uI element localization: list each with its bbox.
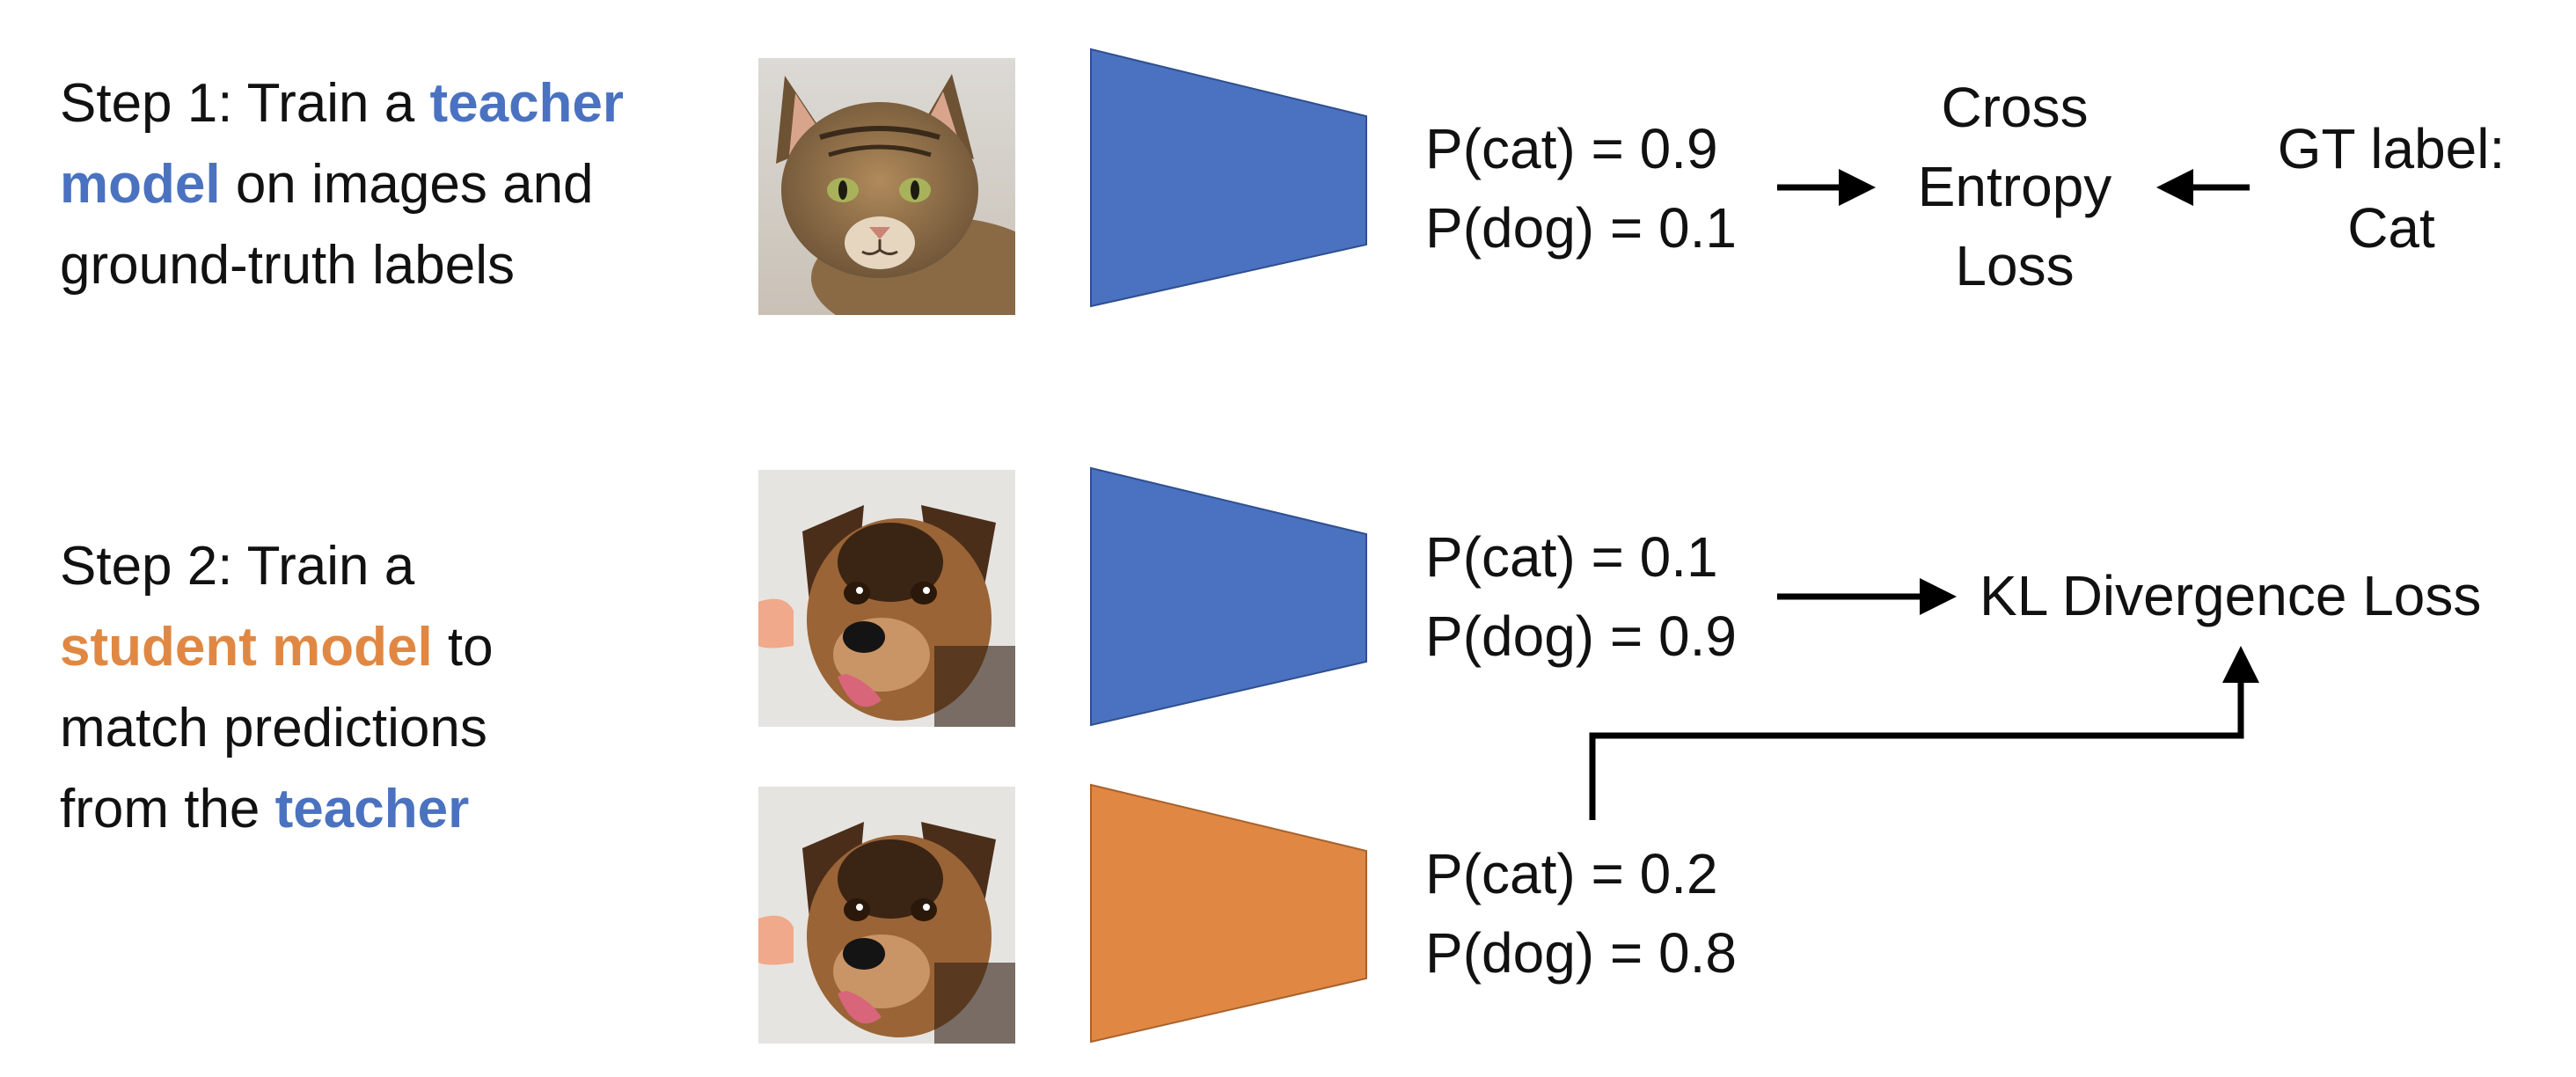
step1-description: Step 1: Train a teacher model on images …: [60, 63, 624, 306]
step2-teacher-word: teacher: [274, 779, 470, 839]
step1-teacher-word: teacher: [429, 73, 625, 134]
cross-entropy-loss-label: Cross Entropy Loss: [1892, 68, 2138, 305]
step1-prefix: Step 1: Train a: [60, 73, 430, 134]
gt-label-line1: GT label:: [2277, 117, 2506, 180]
teacher2-probs: P(cat) = 0.1 P(dog) = 0.9: [1425, 517, 1737, 676]
teacher-model-shape-1: [1090, 48, 1367, 308]
step2-suffix: to: [432, 617, 494, 678]
student-p-cat: P(cat) = 0.2: [1425, 842, 1718, 905]
teacher1-p-cat: P(cat) = 0.9: [1425, 117, 1718, 180]
teacher1-probs: P(cat) = 0.9 P(dog) = 0.1: [1425, 109, 1737, 267]
gt-label: GT label: Cat: [2259, 109, 2523, 267]
cross-entropy-line1: Cross: [1941, 76, 2089, 139]
gt-label-line2: Cat: [2347, 196, 2435, 260]
arrow-student-to-kl: [1589, 646, 2259, 820]
teacher1-p-dog: P(dog) = 0.1: [1425, 196, 1737, 260]
step2-line3: match predictions: [60, 698, 487, 758]
step1-line3: ground-truth labels: [60, 235, 515, 296]
cat-photo: [758, 58, 1015, 315]
cross-entropy-line2: Entropy: [1917, 155, 2112, 218]
kl-divergence-loss-label: KL Divergence Loss: [1980, 564, 2482, 627]
dog-photo-student: [758, 787, 1015, 1044]
student-p-dog: P(dog) = 0.8: [1425, 921, 1737, 985]
dog-photo-teacher: [758, 470, 1015, 727]
step1-suffix: on images and: [220, 154, 594, 215]
step2-line1: Step 2: Train a: [60, 536, 415, 597]
step2-student-model: student model: [60, 617, 433, 678]
student-probs: P(cat) = 0.2 P(dog) = 0.8: [1425, 834, 1737, 993]
student-model-shape: [1090, 783, 1367, 1044]
step2-description: Step 2: Train a student model to match p…: [60, 526, 494, 850]
cross-entropy-line3: Loss: [1955, 234, 2075, 297]
step2-prefix4: from the: [60, 779, 275, 839]
teacher2-p-dog: P(dog) = 0.9: [1425, 604, 1737, 668]
teacher2-p-cat: P(cat) = 0.1: [1425, 525, 1718, 589]
step1-model-word: model: [60, 154, 221, 215]
teacher-model-shape-2: [1090, 466, 1367, 727]
